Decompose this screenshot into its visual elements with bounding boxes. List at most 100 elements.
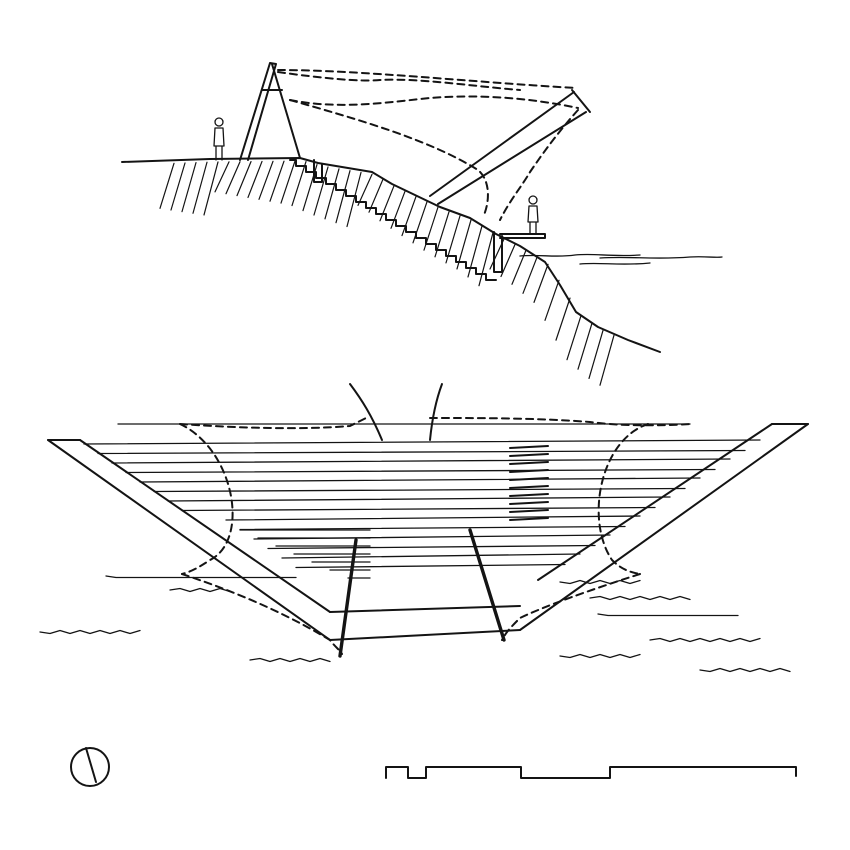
terrace-step-line bbox=[267, 544, 596, 550]
boom-upper bbox=[429, 91, 575, 197]
boom-lower bbox=[437, 111, 587, 205]
stair-tread-line bbox=[509, 501, 549, 505]
scale-bar-icon bbox=[385, 766, 797, 779]
pier-bottom-outer bbox=[329, 629, 521, 641]
stair-tread-line bbox=[509, 493, 549, 497]
water-line bbox=[597, 613, 739, 617]
plan-view bbox=[39, 383, 809, 673]
water-line bbox=[169, 587, 231, 593]
hatch-stroke bbox=[324, 168, 340, 220]
terrace-step-line bbox=[225, 515, 641, 521]
ground-hatching bbox=[159, 160, 615, 386]
pier-inner-left bbox=[79, 439, 331, 613]
terrace-step-line bbox=[295, 563, 566, 569]
hatch-stroke bbox=[225, 161, 241, 195]
membrane-lower-curve bbox=[289, 95, 579, 109]
terrace-step-line bbox=[239, 525, 626, 531]
stair-tread-line bbox=[509, 461, 549, 465]
terrace-step-line bbox=[97, 449, 746, 455]
canopy-right-curve bbox=[597, 423, 649, 575]
hatch-stroke bbox=[544, 279, 560, 321]
hatch-stroke bbox=[533, 263, 549, 303]
hatch-stroke bbox=[280, 160, 296, 204]
hatch-stroke bbox=[456, 219, 472, 270]
membrane-top-edge bbox=[277, 69, 577, 89]
hatch-stroke bbox=[159, 162, 175, 209]
hatch-stroke bbox=[577, 322, 593, 370]
water-line-3 bbox=[579, 262, 651, 265]
hatch-stroke bbox=[170, 162, 186, 211]
terrace-steps bbox=[83, 439, 761, 579]
boom-end bbox=[571, 89, 591, 113]
mast-plan-left bbox=[349, 383, 383, 441]
terrace-step-line bbox=[111, 458, 731, 464]
hatch-stroke bbox=[346, 171, 362, 228]
canopy-bottom-right bbox=[501, 573, 641, 641]
mast-right bbox=[271, 63, 301, 159]
water-line bbox=[105, 575, 297, 579]
canopy-left-curve bbox=[179, 423, 234, 575]
hatch-stroke bbox=[181, 162, 197, 213]
lower-landing bbox=[499, 233, 546, 239]
water-lines bbox=[39, 575, 791, 673]
stair-tread-line bbox=[509, 469, 549, 473]
mast-plan-front-right bbox=[468, 528, 506, 642]
terrace-step-line bbox=[281, 553, 581, 559]
hatch-stroke bbox=[368, 178, 384, 213]
water-line bbox=[699, 667, 791, 673]
membrane-front bbox=[499, 109, 579, 221]
hatch-stroke bbox=[478, 232, 494, 287]
canopy-top-edge bbox=[179, 417, 691, 430]
hatch-stroke bbox=[522, 256, 538, 294]
terrace-step-line bbox=[153, 487, 686, 493]
hatch-stroke bbox=[500, 243, 516, 278]
water-line-2 bbox=[599, 256, 723, 259]
pier-inner-right bbox=[537, 423, 773, 581]
membrane-ridge bbox=[289, 99, 489, 216]
hatch-stroke bbox=[566, 315, 582, 361]
hatch-stroke bbox=[192, 161, 208, 214]
terrace-step-line bbox=[125, 468, 716, 474]
north-arrow-icon bbox=[70, 747, 110, 787]
support-post-lower bbox=[493, 231, 503, 273]
mast-left bbox=[239, 62, 277, 161]
pier-bottom-inner bbox=[329, 605, 521, 613]
terrace-step-line bbox=[83, 439, 761, 445]
stair-flight bbox=[289, 159, 497, 281]
stair-tread-line bbox=[509, 509, 549, 513]
person-figure-icon bbox=[527, 195, 539, 235]
pier-outer-right bbox=[519, 423, 809, 631]
hatch-stroke bbox=[214, 161, 230, 193]
hatch-stroke bbox=[390, 190, 406, 229]
hatch-stroke bbox=[588, 329, 604, 380]
water-line-1 bbox=[519, 253, 641, 257]
ground-profile bbox=[121, 157, 661, 353]
terrace-step-line bbox=[139, 477, 701, 483]
water-line bbox=[649, 637, 761, 643]
mast-plan-front-left bbox=[338, 538, 358, 658]
hatch-stroke bbox=[313, 166, 329, 216]
water-line bbox=[559, 653, 641, 659]
water-line bbox=[589, 595, 691, 601]
water-line bbox=[39, 629, 141, 635]
pier-outer-left bbox=[47, 439, 331, 641]
mast-plan-right bbox=[429, 383, 443, 441]
stair-tread-line bbox=[509, 453, 549, 457]
membrane-upper-curve bbox=[277, 71, 521, 91]
stair-tread-line bbox=[509, 517, 549, 521]
water-line bbox=[249, 657, 331, 663]
hatch-stroke bbox=[203, 161, 219, 216]
hatch-stroke bbox=[269, 160, 285, 202]
person-figure-icon bbox=[213, 117, 225, 161]
hatch-stroke bbox=[258, 160, 274, 200]
terrace-step-line bbox=[181, 506, 656, 512]
stair-tread-line bbox=[509, 485, 549, 489]
support-post-upper bbox=[313, 159, 323, 183]
hatch-stroke bbox=[599, 334, 615, 386]
hatch-stroke bbox=[555, 297, 571, 341]
stair-tread-line bbox=[509, 445, 549, 449]
hatch-stroke bbox=[335, 170, 351, 224]
hatch-stroke bbox=[357, 173, 373, 206]
